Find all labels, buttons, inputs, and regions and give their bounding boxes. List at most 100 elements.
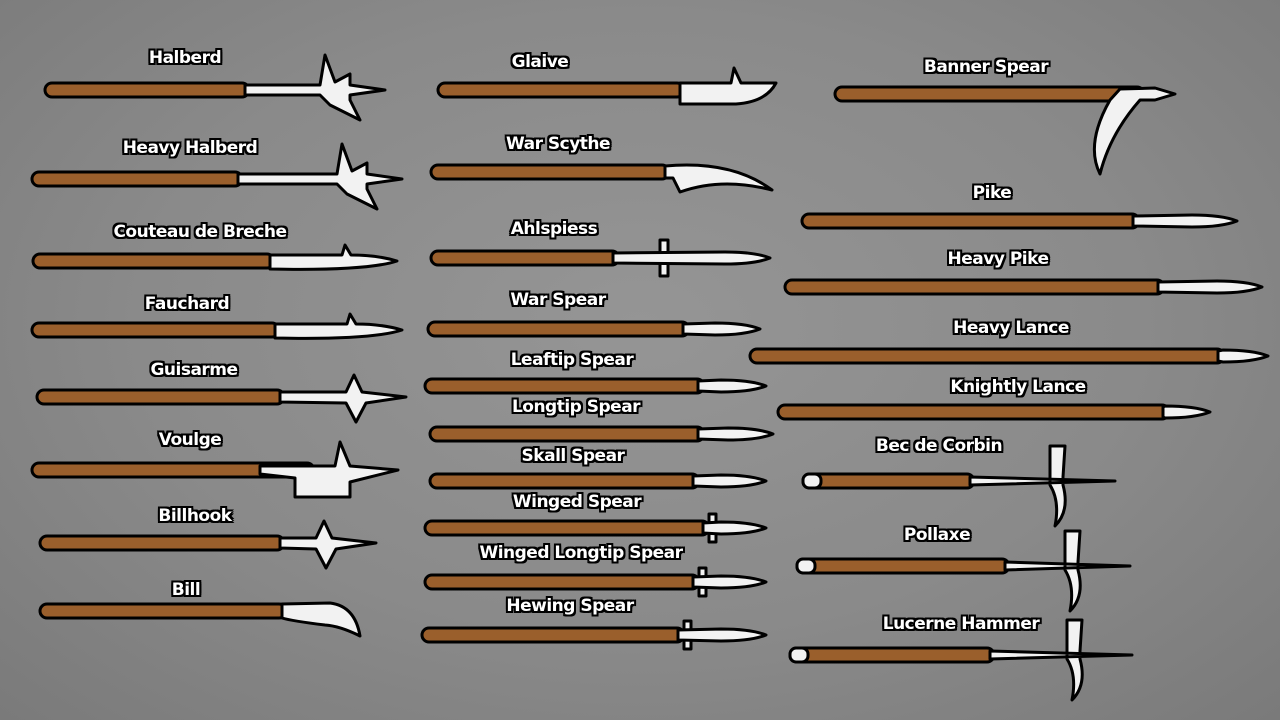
weapon-billhook bbox=[38, 519, 378, 570]
weapon-voulge bbox=[30, 440, 400, 499]
weapon-label: Hewing Spear bbox=[506, 596, 634, 616]
shaft bbox=[833, 85, 1146, 103]
weapon-label: Banner Spear bbox=[923, 57, 1049, 77]
weapon-head bbox=[681, 321, 762, 337]
shaft bbox=[783, 278, 1166, 296]
weapon-lucerne-hammer bbox=[788, 618, 1134, 702]
shaft bbox=[436, 81, 686, 99]
shaft bbox=[800, 212, 1141, 230]
butt-cap bbox=[788, 646, 810, 664]
weapon-label: Ahlspiess bbox=[510, 219, 598, 239]
weapon-label: Winged Longtip Spear bbox=[479, 543, 683, 563]
weapon-label: Lucerne Hammer bbox=[882, 614, 1040, 634]
weapon-bill bbox=[38, 601, 362, 638]
weapon-label: War Spear bbox=[510, 290, 606, 310]
weapon-label: Pike bbox=[972, 183, 1012, 203]
weapon-guisarme bbox=[35, 373, 408, 424]
weapon-winged-spear bbox=[423, 512, 768, 544]
weapon-label: Winged Spear bbox=[512, 492, 642, 512]
weapon-head bbox=[1161, 404, 1212, 420]
weapon-head bbox=[696, 426, 775, 442]
weapon-winged-longtip-spear bbox=[423, 566, 768, 598]
weapon-head bbox=[691, 574, 768, 590]
shaft bbox=[429, 249, 621, 267]
weapon-head bbox=[1092, 86, 1177, 176]
weapon-head bbox=[676, 627, 768, 643]
weapon-knightly-lance bbox=[776, 403, 1212, 421]
shaft bbox=[429, 163, 671, 181]
butt-cap bbox=[795, 557, 817, 575]
weapon-head bbox=[278, 519, 378, 570]
weapon-head bbox=[1003, 529, 1132, 613]
weapon-head bbox=[968, 444, 1117, 528]
weapon-head bbox=[1131, 213, 1239, 229]
weapon-heavy-lance bbox=[748, 347, 1270, 365]
weapon-head bbox=[988, 618, 1134, 702]
weapon-label: Longtip Spear bbox=[511, 397, 641, 417]
weapon-label: Glaive bbox=[511, 52, 569, 72]
weapon-label: Bill bbox=[171, 580, 201, 600]
weapon-longtip-spear bbox=[428, 425, 775, 443]
weapon-bec-de-corbin bbox=[801, 444, 1117, 528]
shaft bbox=[423, 519, 711, 537]
weapon-label: Heavy Lance bbox=[953, 318, 1069, 338]
weapon-head bbox=[701, 520, 768, 536]
weapon-head bbox=[268, 243, 399, 271]
butt-cap bbox=[801, 472, 823, 490]
weapon-head bbox=[236, 142, 404, 211]
weapon-war-spear bbox=[426, 320, 762, 338]
weapon-heavy-pike bbox=[783, 278, 1264, 296]
weapon-label: Halberd bbox=[148, 48, 222, 68]
weapon-head bbox=[696, 378, 768, 394]
weapon-label: War Scythe bbox=[505, 134, 611, 154]
weapon-head bbox=[273, 312, 404, 340]
shaft bbox=[35, 388, 286, 406]
shaft bbox=[423, 377, 706, 395]
weapon-head bbox=[663, 163, 774, 194]
shaft bbox=[788, 646, 996, 664]
weapon-heavy-halberd bbox=[30, 142, 404, 211]
weapon-head bbox=[678, 66, 778, 106]
weapon-head bbox=[611, 250, 772, 266]
weapon-head bbox=[1156, 279, 1264, 295]
weapon-pollaxe bbox=[795, 529, 1132, 613]
weapon-glaive bbox=[436, 66, 778, 106]
weapon-label: Voulge bbox=[158, 430, 222, 450]
weapon-skall-spear bbox=[428, 472, 768, 490]
shaft bbox=[423, 573, 701, 591]
shaft bbox=[748, 347, 1226, 365]
weapon-head bbox=[278, 373, 408, 424]
weapon-head bbox=[1216, 348, 1270, 364]
shaft bbox=[426, 320, 691, 338]
weapon-label: Pollaxe bbox=[903, 525, 971, 545]
shaft bbox=[428, 425, 706, 443]
weapon-head bbox=[243, 53, 387, 122]
weapon-couteau-de-breche bbox=[31, 243, 399, 271]
weapon-halberd bbox=[43, 53, 387, 122]
weapon-ahlspiess bbox=[429, 238, 772, 278]
shaft bbox=[428, 472, 701, 490]
weapon-label: Leaftip Spear bbox=[510, 350, 634, 370]
shaft bbox=[31, 252, 276, 270]
shaft bbox=[43, 81, 251, 99]
shaft bbox=[30, 321, 281, 339]
weapon-label: Skall Spear bbox=[521, 446, 625, 466]
weapon-pike bbox=[800, 212, 1239, 230]
weapon-head bbox=[280, 601, 362, 638]
shaft bbox=[801, 472, 976, 490]
weapon-label: Fauchard bbox=[144, 294, 230, 314]
weapon-label: Knightly Lance bbox=[950, 377, 1086, 397]
shaft bbox=[30, 170, 244, 188]
weapon-hewing-spear bbox=[420, 619, 768, 651]
weapon-leaftip-spear bbox=[423, 377, 768, 395]
weapon-head bbox=[691, 473, 768, 489]
weapon-war-scythe bbox=[429, 163, 774, 194]
weapon-label: Heavy Halberd bbox=[122, 138, 258, 158]
weapon-label: Bec de Corbin bbox=[875, 436, 1003, 456]
weapon-banner-spear bbox=[833, 85, 1177, 176]
weapon-label: Heavy Pike bbox=[947, 249, 1049, 269]
shaft bbox=[420, 626, 686, 644]
weapon-label: Billhook bbox=[158, 506, 232, 526]
shaft bbox=[795, 557, 1011, 575]
